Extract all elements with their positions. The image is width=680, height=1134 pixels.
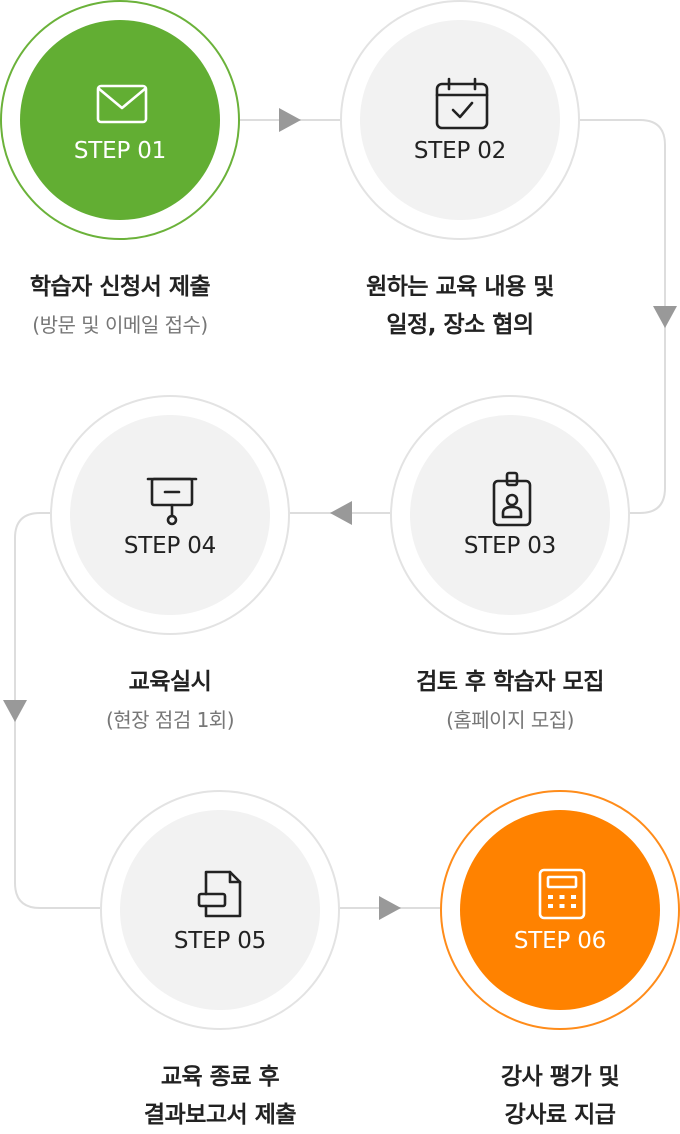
step-04-circle: STEP 04: [50, 395, 290, 635]
arrow-right-1: [279, 108, 301, 132]
arrow-left-1: [330, 501, 352, 525]
step-01-circle: STEP 01: [0, 0, 240, 240]
step-title: 교육실시: [128, 669, 212, 695]
step-03-caption: 검토 후 학습자 모집 (홈페이지 모집): [360, 663, 660, 739]
step-02-circle: STEP 02: [340, 0, 580, 240]
step-subtitle: (방문 및 이메일 접수): [32, 313, 208, 337]
presentation-board-icon: [144, 471, 200, 527]
step-06-caption: 강사 평가 및 강사료 지급: [410, 1058, 680, 1134]
step-subtitle: (홈페이지 모집): [446, 708, 574, 732]
arrow-down-2: [3, 700, 27, 722]
envelope-icon: [94, 76, 150, 132]
step-02-caption: 원하는 교육 내용 및 일정, 장소 협의: [310, 268, 610, 344]
step-title: 강사 평가 및: [500, 1064, 620, 1090]
step-04-caption: 교육실시 (현장 점검 1회): [20, 663, 320, 739]
document-icon: [194, 866, 250, 922]
step-title: 결과보고서 제출: [143, 1102, 297, 1128]
step-03-inner: STEP 03: [410, 415, 610, 615]
step-label: STEP 01: [73, 138, 167, 164]
calculator-icon: [534, 866, 590, 922]
calendar-check-icon: [434, 76, 490, 132]
step-label: STEP 06: [513, 928, 607, 954]
step-subtitle: (현장 점검 1회): [105, 708, 235, 732]
step-05-circle: STEP 05: [100, 790, 340, 1030]
step-03-circle: STEP 03: [390, 395, 630, 635]
step-title: 학습자 신청서 제출: [29, 274, 211, 300]
step-title: 일정, 장소 협의: [386, 312, 534, 338]
step-label: STEP 02: [413, 138, 507, 164]
step-02-inner: STEP 02: [360, 20, 560, 220]
arrow-right-2: [379, 896, 401, 920]
arrow-down-1: [653, 306, 677, 328]
step-04-inner: STEP 04: [70, 415, 270, 615]
id-badge-icon: [484, 471, 540, 527]
step-06-inner: STEP 06: [460, 810, 660, 1010]
step-01-inner: STEP 01: [20, 20, 220, 220]
step-label: STEP 04: [123, 533, 217, 559]
step-label: STEP 03: [463, 533, 557, 559]
step-title: 교육 종료 후: [160, 1064, 280, 1090]
step-title: 검토 후 학습자 모집: [416, 669, 604, 695]
step-title: 강사료 지급: [504, 1102, 616, 1128]
step-title: 원하는 교육 내용 및: [366, 274, 554, 300]
step-05-caption: 교육 종료 후 결과보고서 제출: [70, 1058, 370, 1134]
step-01-caption: 학습자 신청서 제출 (방문 및 이메일 접수): [0, 268, 270, 344]
step-label: STEP 05: [173, 928, 267, 954]
step-06-circle: STEP 06: [440, 790, 680, 1030]
step-05-inner: STEP 05: [120, 810, 320, 1010]
